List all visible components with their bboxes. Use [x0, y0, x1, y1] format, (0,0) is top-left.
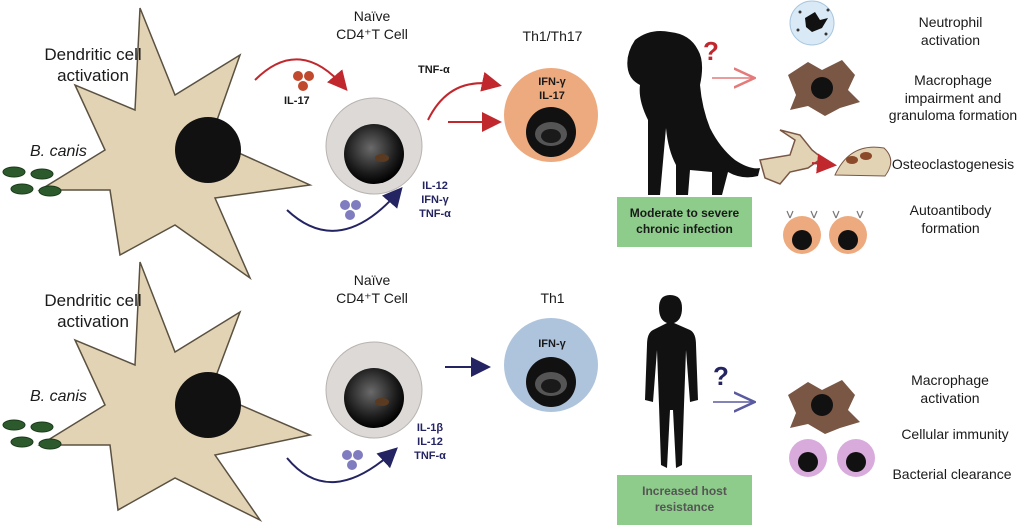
- dog-silhouette: [627, 31, 760, 195]
- cytokines-top: IL-12 IFN-γ TNF-α: [410, 180, 460, 221]
- arrow-cytokines-top: [286, 186, 403, 232]
- naive-t-cell-nucleus-bottom: [344, 368, 404, 428]
- naive-label-bottom-line1: Naïve: [353, 272, 391, 288]
- cytokine-top-0: IL-12: [422, 180, 448, 192]
- naive-label-bottom-line2: CD4⁺T Cell: [336, 289, 408, 306]
- arrow-cytokines-bottom: [286, 447, 398, 483]
- naive-label-bottom: Naïve CD4⁺T Cell: [312, 272, 432, 307]
- outcome-cellular-immunity: Cellular immunity: [901, 426, 1009, 442]
- outcome-macrophage-bottom: Macrophage activation: [911, 372, 989, 406]
- tnfa-label-top: TNF-α: [418, 64, 450, 76]
- naive-t-cell-nucleus-top: [344, 124, 404, 184]
- osteoclast-icon: [759, 129, 892, 185]
- purple-cells-icon: [789, 439, 875, 477]
- outcome-osteoclast: Osteoclastogenesis: [891, 156, 1015, 172]
- cytokine-bottom-0: IL-1β: [416, 422, 444, 434]
- outcome-box-bottom-bg: [617, 475, 752, 525]
- cytokine-dots-top: [340, 200, 361, 220]
- effector-title-top: Th1/Th17: [522, 28, 583, 44]
- cytokine-top-2: TNF-α: [419, 207, 451, 220]
- effector-cytokines-top: IFN-γ IL-17: [522, 76, 582, 104]
- effector-title-bottom: Th1: [540, 290, 565, 306]
- effector-cytokine-top-1: IL-17: [539, 89, 565, 102]
- dendritic-cell-bottom: [37, 261, 313, 522]
- cytokine-bottom-2: TNF-α: [414, 449, 446, 462]
- b-canis-bacteria-bottom: [2, 419, 62, 450]
- dendritic-cell-top: [37, 7, 313, 281]
- outcome-box-top: Moderate to severe chronic infection: [629, 206, 740, 236]
- outcome-autoantibody: Autoantibody formation: [909, 202, 992, 236]
- autoantibody-cells-icon: [783, 210, 867, 254]
- dendritic-cell-nucleus-top: [175, 117, 241, 183]
- naive-label-top-line1: Naïve: [353, 8, 391, 24]
- naive-label-top: Naïve CD4⁺T Cell: [312, 8, 432, 43]
- question-mark-top: ?: [703, 36, 719, 66]
- cytokine-bottom-1: IL-12: [417, 435, 443, 448]
- cytokine-dots-bottom: [342, 450, 363, 470]
- b-canis-bacteria-top: [2, 166, 62, 197]
- outcome-macrophage-top: Macrophage impairment and granuloma form…: [888, 72, 1018, 123]
- cytokine-top-1: IFN-γ: [421, 193, 449, 206]
- dendritic-cell-nucleus-bottom: [175, 372, 241, 438]
- effector-cytokine-bottom: IFN-γ: [538, 338, 566, 350]
- effector-cytokine-top-0: IFN-γ: [538, 76, 566, 88]
- outcome-box-top-bg: [617, 197, 752, 247]
- il17-label: IL-17: [284, 95, 310, 107]
- dc-label-bottom: Dendritic cell activation: [44, 291, 142, 332]
- arrow-dc-to-naive-top: [254, 58, 348, 92]
- naive-label-top-line2: CD4⁺T Cell: [336, 25, 408, 42]
- il17-dots: [293, 71, 314, 91]
- arrow-tnfa-curve: [427, 71, 502, 121]
- b-canis-label-top: B. canis: [30, 143, 87, 160]
- human-silhouette: [645, 295, 698, 468]
- b-canis-label-bottom: B. canis: [30, 388, 87, 405]
- cytokines-bottom: IL-1β IL-12 TNF-α: [405, 422, 455, 463]
- outcome-box-bottom: Increased host resistance: [642, 484, 727, 514]
- question-mark-bottom: ?: [713, 361, 729, 391]
- outcome-neutrophil: Neutrophil activation: [918, 14, 983, 48]
- dc-label-top: Dendritic cell activation: [44, 45, 142, 86]
- outcome-bacterial-clearance: Bacterial clearance: [892, 466, 1012, 482]
